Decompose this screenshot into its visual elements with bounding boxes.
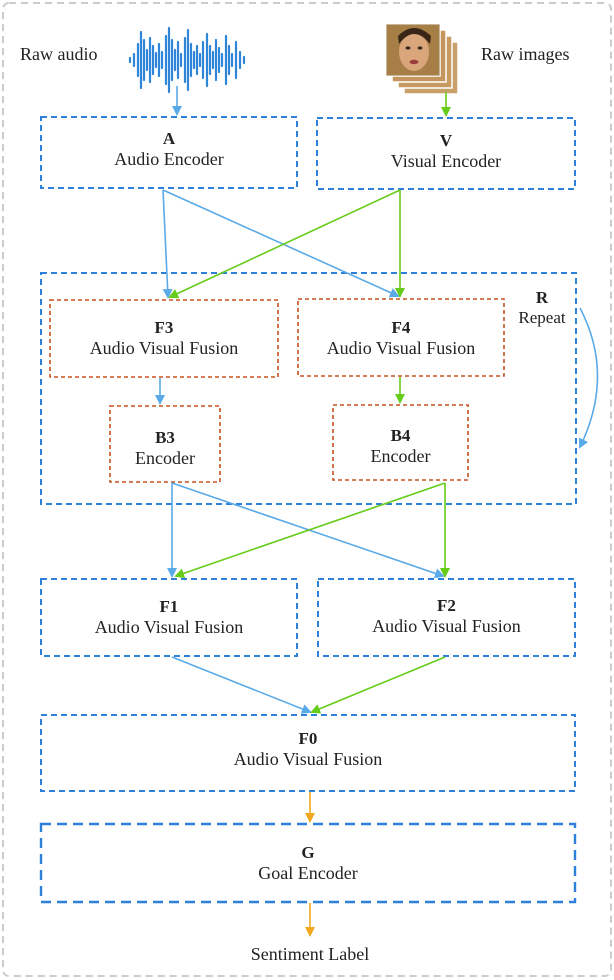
repeat-block-box — [40, 272, 577, 505]
node-F3-name: Audio Visual Fusion — [89, 338, 239, 359]
node-F2-box — [317, 578, 576, 657]
node-B3: B3 Encoder — [110, 428, 220, 470]
node-G-box — [39, 822, 577, 904]
node-V-name: Visual Encoder — [390, 151, 502, 172]
repeat-id: R — [535, 288, 549, 307]
arrow-A-to-F3 — [162, 189, 173, 299]
node-F1: F1 Audio Visual Fusion — [41, 597, 297, 639]
node-A-id: A — [162, 129, 176, 148]
node-F0-name: Audio Visual Fusion — [233, 749, 383, 770]
node-F4-box — [297, 298, 505, 377]
node-V: V Visual Encoder — [317, 131, 575, 173]
arrow-F1-to-F0 — [171, 656, 312, 714]
arrow-F2-to-F0 — [310, 656, 446, 714]
node-B4-id: B4 — [390, 426, 411, 445]
node-F4-id: F4 — [391, 318, 411, 337]
node-F2: F2 Audio Visual Fusion — [318, 596, 575, 638]
node-G-id: G — [301, 843, 315, 862]
node-F3-id: F3 — [154, 318, 174, 337]
node-A: A Audio Encoder — [41, 129, 297, 171]
node-B3-id: B3 — [155, 428, 175, 447]
node-F2-name: Audio Visual Fusion — [372, 616, 521, 637]
node-F3: F3 Audio Visual Fusion — [50, 318, 278, 360]
node-F0-box — [40, 714, 576, 792]
arrow-B3-to-F2 — [171, 482, 445, 579]
sentiment-label: Sentiment Label — [160, 944, 460, 966]
node-V-id: V — [439, 131, 453, 150]
node-F4: F4 Audio Visual Fusion — [298, 318, 504, 360]
node-G: G Goal Encoder — [41, 843, 575, 885]
node-B4: B4 Encoder — [333, 426, 468, 468]
node-F2-id: F2 — [437, 596, 456, 615]
node-F1-id: F1 — [159, 597, 179, 616]
node-A-box — [40, 116, 298, 189]
image-stack-icon — [385, 23, 459, 95]
node-B4-name: Encoder — [370, 446, 431, 467]
node-F1-box — [40, 578, 298, 657]
node-B3-box — [109, 405, 221, 483]
repeat-name: Repeat — [518, 308, 566, 328]
node-F4-name: Audio Visual Fusion — [326, 338, 476, 359]
node-V-box — [316, 117, 576, 190]
node-F1-name: Audio Visual Fusion — [94, 617, 244, 638]
sentiment-label-text: Sentiment Label — [250, 944, 370, 964]
node-B3-name: Encoder — [135, 448, 195, 469]
arrow-A-to-F4 — [162, 189, 400, 298]
arrow-V-to-F3 — [168, 189, 401, 299]
arrow-repeat-loop — [578, 307, 599, 449]
node-F0: F0 Audio Visual Fusion — [41, 729, 575, 771]
raw-images-label: Raw images — [481, 44, 570, 64]
node-F0-id: F0 — [298, 729, 318, 748]
waveform-icon — [128, 26, 246, 94]
repeat-label: R Repeat — [508, 288, 576, 329]
node-G-name: Goal Encoder — [258, 863, 358, 884]
node-F3-box — [49, 299, 279, 378]
raw-audio-label: Raw audio — [20, 44, 98, 64]
node-A-name: Audio Encoder — [114, 149, 224, 170]
arrow-B4-to-F1 — [174, 482, 446, 579]
